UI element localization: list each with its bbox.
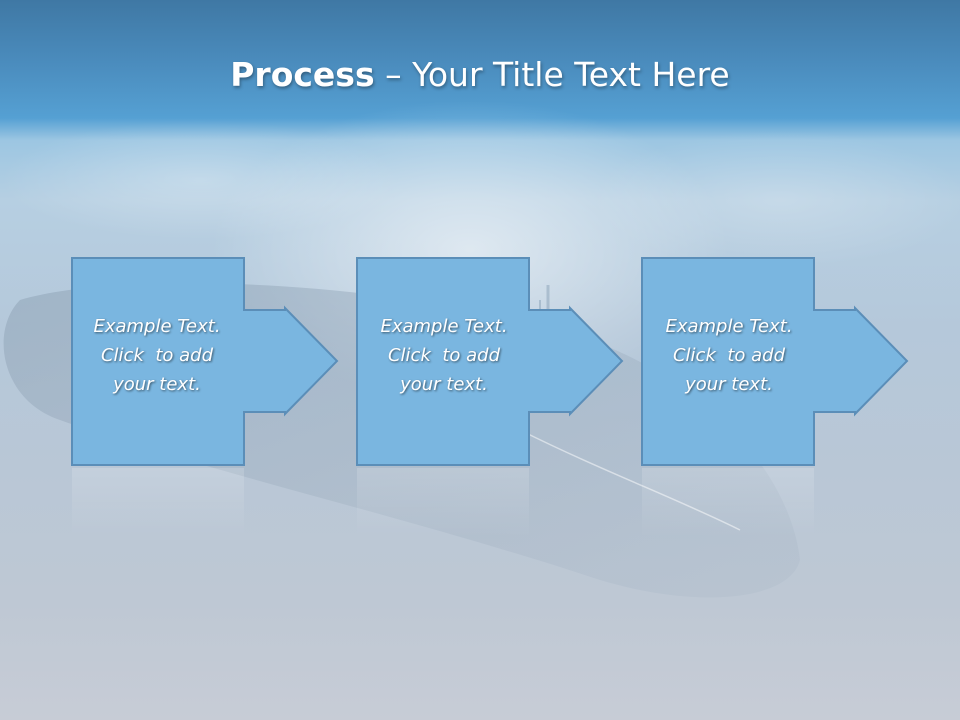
title-rest: Your Title Text Here bbox=[412, 55, 730, 94]
step-2-line-3: your text. bbox=[400, 374, 488, 395]
step-2-line-1: Example Text. bbox=[380, 316, 508, 337]
step-3-line-3: your text. bbox=[685, 374, 773, 395]
process-step-2-arrow[interactable] bbox=[356, 257, 624, 466]
process-step-1-arrow[interactable] bbox=[71, 257, 339, 466]
step-1-line-1: Example Text. bbox=[93, 316, 221, 337]
title-dash: – bbox=[385, 55, 402, 94]
step-1-line-2: Click to add bbox=[100, 345, 213, 366]
title-bold: Process bbox=[230, 55, 375, 94]
step-3-line-2: Click to add bbox=[672, 345, 785, 366]
process-step-2-text[interactable]: Example Text. Click to add your text. bbox=[359, 312, 529, 399]
step-3-line-1: Example Text. bbox=[665, 316, 793, 337]
slide-title[interactable]: Process – Your Title Text Here bbox=[0, 52, 960, 98]
step-2-line-2: Click to add bbox=[387, 345, 500, 366]
process-reflections bbox=[72, 468, 814, 538]
process-step-3-arrow[interactable] bbox=[641, 257, 909, 466]
step-1-line-3: your text. bbox=[113, 374, 201, 395]
process-step-1-text[interactable]: Example Text. Click to add your text. bbox=[72, 312, 242, 399]
process-step-3-text[interactable]: Example Text. Click to add your text. bbox=[644, 312, 814, 399]
